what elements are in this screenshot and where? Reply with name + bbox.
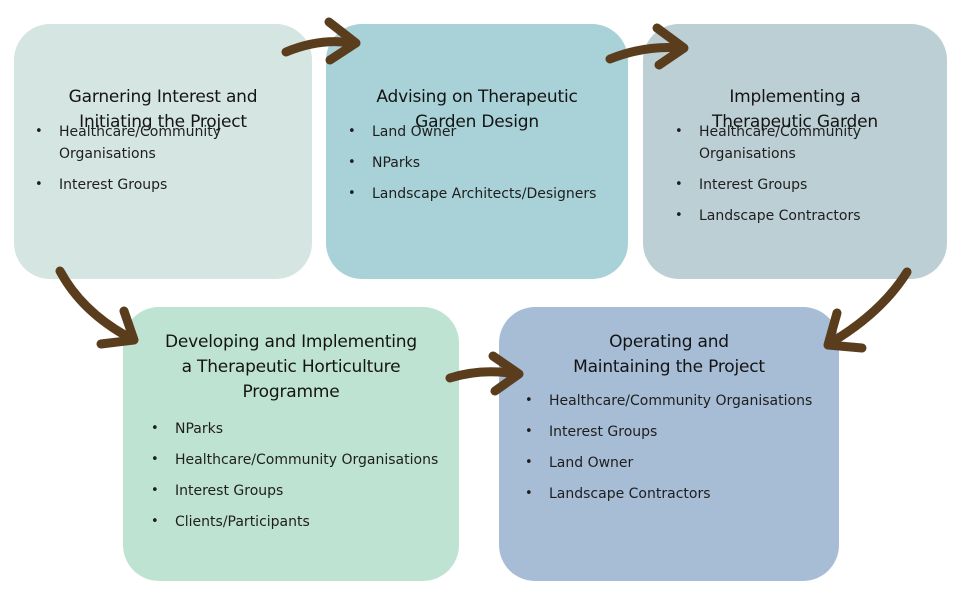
list-item: Land Owner [525,452,831,474]
stage-garnering-interest: Garnering Interest and Initiating the Pr… [14,24,312,279]
stage-operating-maintaining: Operating and Maintaining the Project He… [499,307,839,581]
list-item: Healthcare/Community Organisations [675,121,939,165]
arrow-icon [55,266,139,349]
list-item: Healthcare/Community Organisations [151,449,451,471]
list-item: Landscape Architects/Designers [348,183,620,205]
list-item: Healthcare/Community Organisations [525,390,831,412]
stakeholder-list: Land Owner NParks Landscape Architects/D… [348,121,620,214]
arrow-icon [823,267,912,353]
list-item: Landscape Contractors [675,205,939,227]
list-item: Interest Groups [35,174,304,196]
stage-advising-design: Advising on Therapeutic Garden Design La… [326,24,628,279]
list-item: Healthcare/Community Organisations [35,121,304,165]
stakeholder-list: Healthcare/Community Organisations Inter… [525,390,831,514]
stakeholder-list: Healthcare/Community Organisations Inter… [35,121,304,205]
list-item: Interest Groups [675,174,939,196]
stage-developing-programme: Developing and Implementing a Therapeuti… [123,307,459,581]
list-item: NParks [151,418,451,440]
stakeholder-list: NParks Healthcare/Community Organisation… [151,418,451,542]
list-item: Land Owner [348,121,620,143]
list-item: Interest Groups [525,421,831,443]
stage-implementing-garden: Implementing a Therapeutic Garden Health… [643,24,947,279]
list-item: NParks [348,152,620,174]
stage-title: Operating and Maintaining the Project [573,332,765,377]
stakeholder-list: Healthcare/Community Organisations Inter… [675,121,939,236]
list-item: Interest Groups [151,480,451,502]
stage-title: Developing and Implementing a Therapeuti… [165,332,417,402]
list-item: Landscape Contractors [525,483,831,505]
list-item: Clients/Participants [151,511,451,533]
